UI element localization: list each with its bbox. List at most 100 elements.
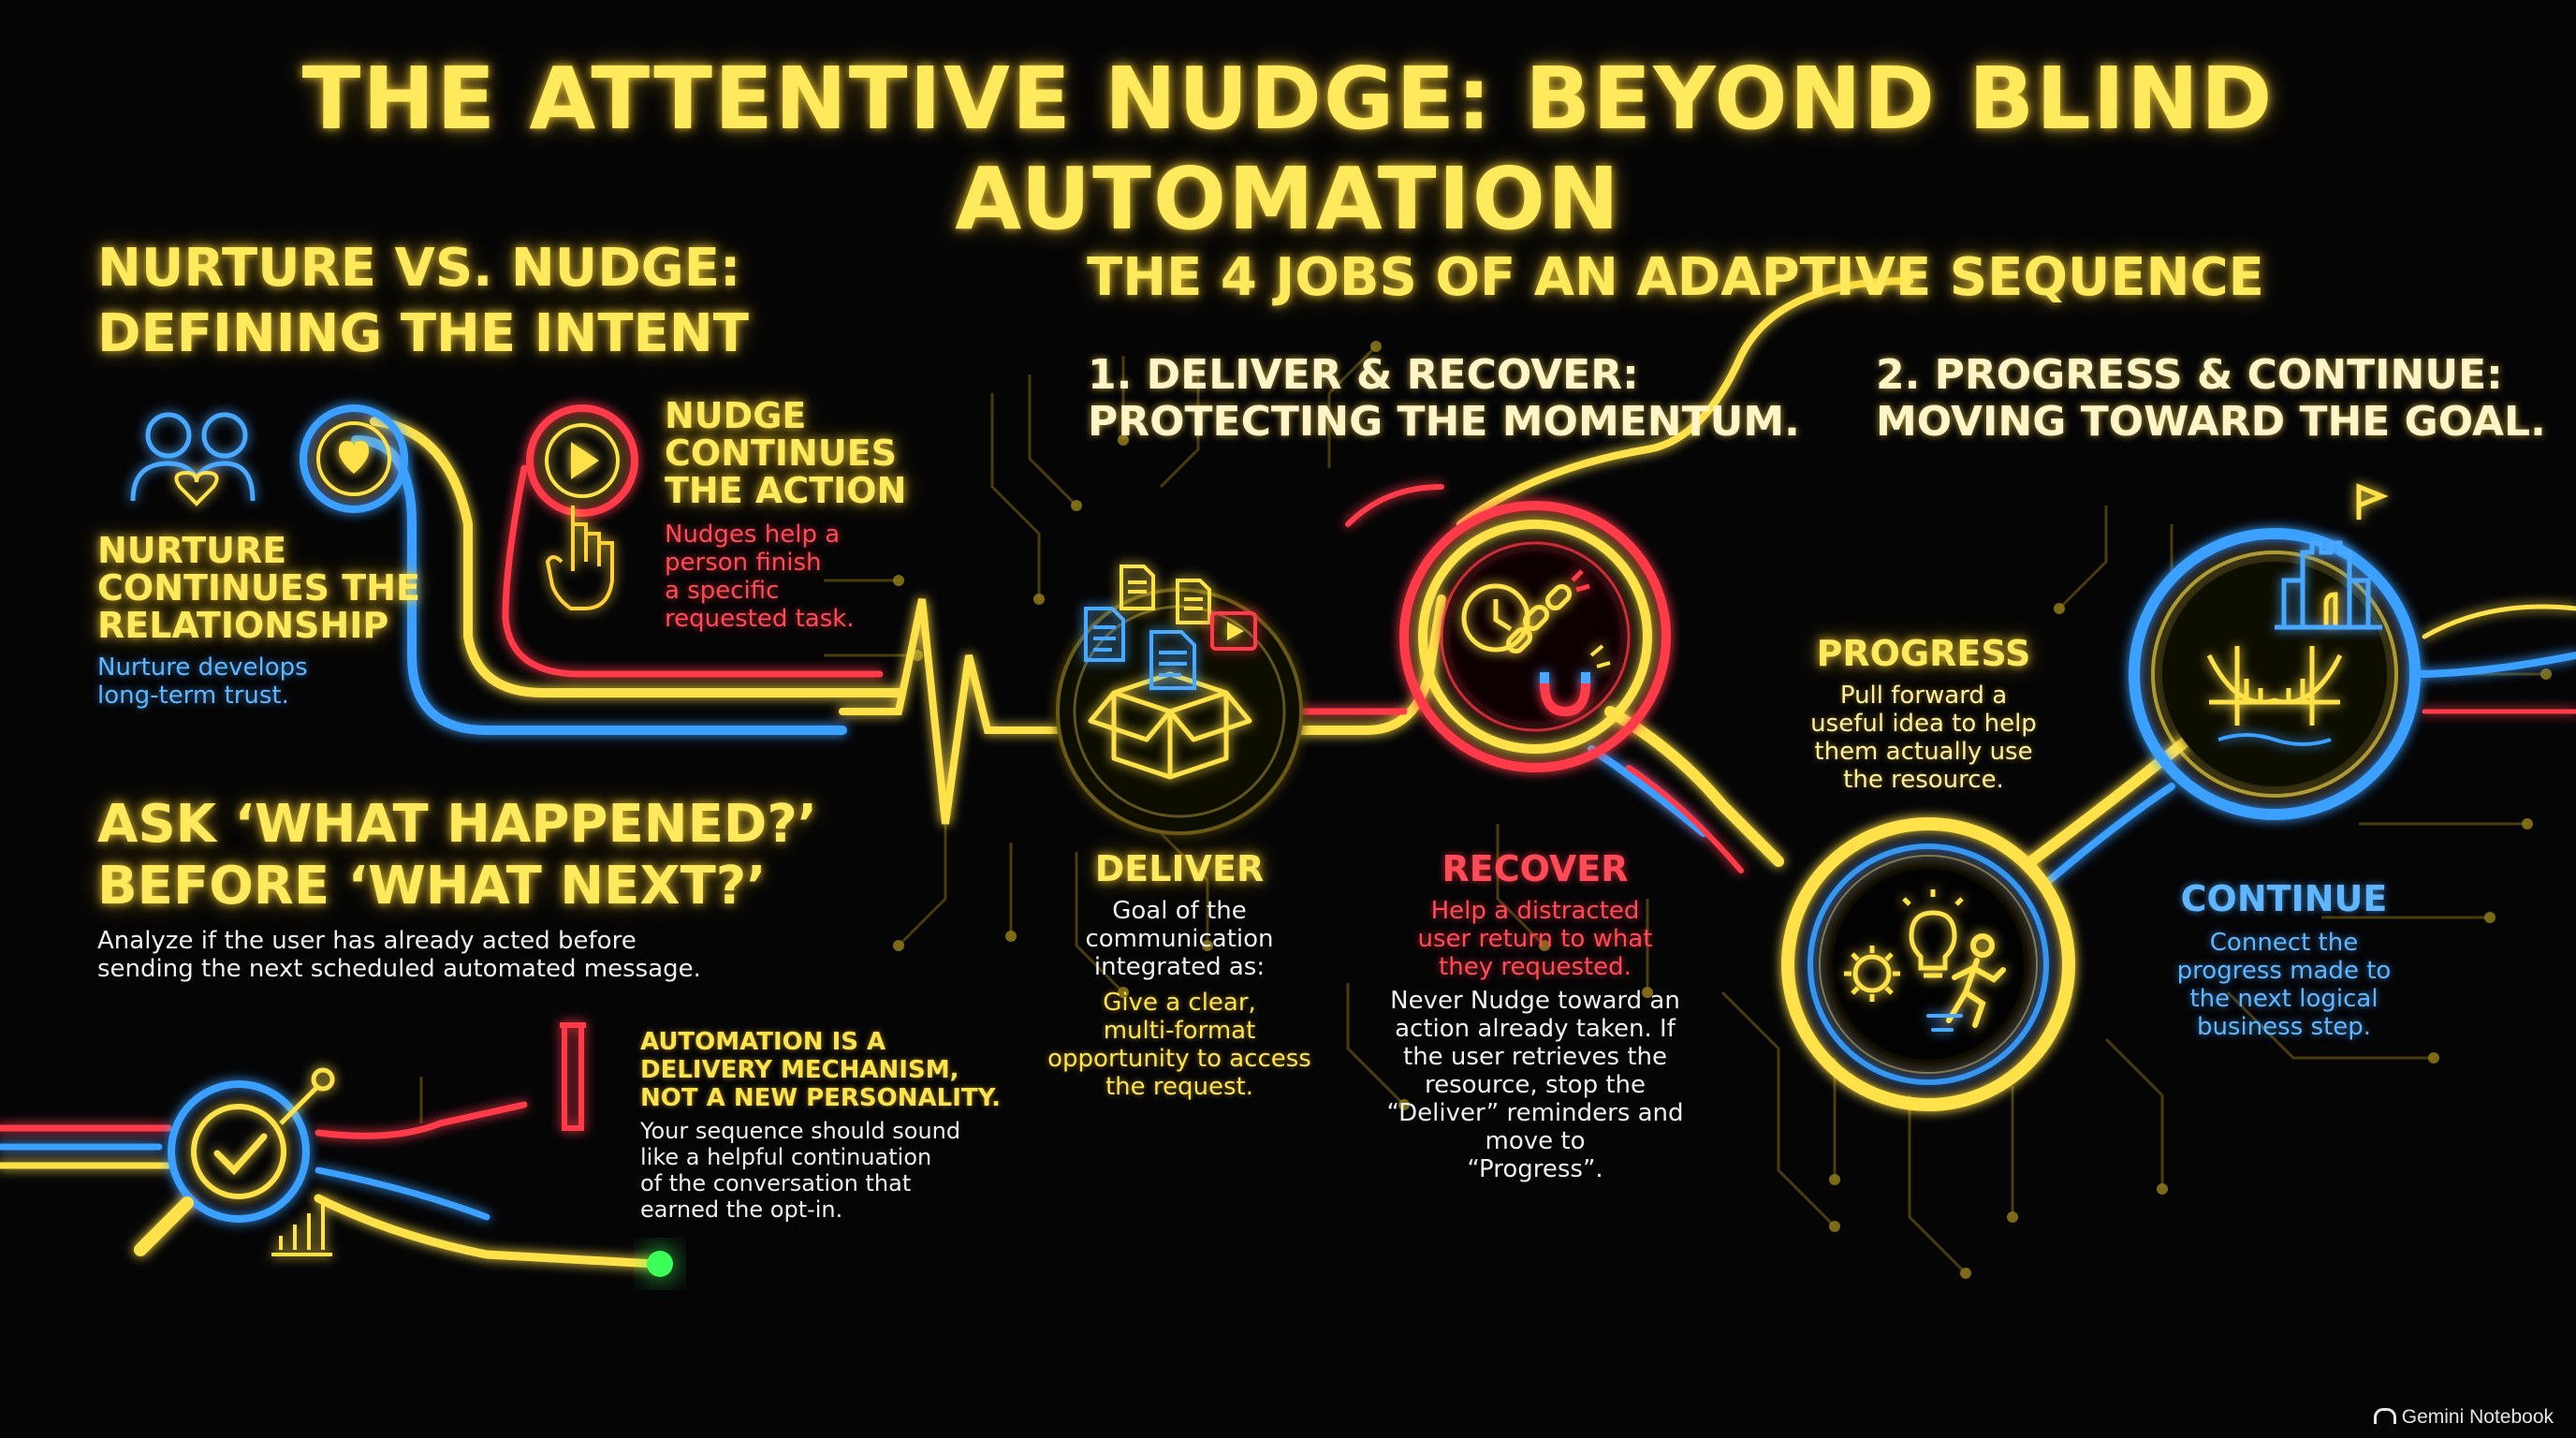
nudge-path-yellow — [370, 417, 903, 697]
title-line: CONTINUES THE — [97, 567, 420, 609]
ask-description: Analyze if the user has already acted be… — [97, 927, 701, 983]
note-line: “Progress”. — [1467, 1155, 1603, 1183]
desc-line: Pull forward a — [1839, 682, 2008, 710]
progress-to-continue — [2026, 725, 2205, 867]
continue-hub — [2129, 528, 2421, 820]
desc-line: person finish — [665, 549, 822, 577]
desc-line: Nudges help a — [665, 521, 841, 549]
background-traces — [419, 345, 2546, 1275]
heartbeat-line — [839, 598, 1061, 825]
desc-line: a specific — [665, 577, 780, 605]
desc-line: like a helpful continuation — [640, 1144, 932, 1170]
document-icon — [1084, 607, 1196, 690]
note-line: “Deliver” reminders and — [1386, 1099, 1684, 1127]
bar-chart-icon — [271, 1202, 332, 1256]
castle-icon — [2275, 483, 2389, 630]
desc-line: Goal of the — [1112, 897, 1247, 925]
title-line: NOT A NEW PERSONALITY. — [640, 1084, 1001, 1112]
progress-to-continue-blue — [2046, 783, 2175, 884]
gear-icon — [1844, 946, 1900, 1002]
heading-line: ASK ‘WHAT HAPPENED?’ — [97, 794, 818, 855]
recover-note: Never Nudge toward an action already tak… — [1348, 987, 1722, 1183]
title-line: RELATIONSHIP — [97, 605, 389, 646]
heart-icon — [300, 404, 408, 513]
deliver-title: DELIVER — [1094, 848, 1265, 889]
progress-continue-heading: 2. PROGRESS & CONTINUE: MOVING TOWARD TH… — [1876, 352, 2546, 446]
adaptive-sequence-heading: THE 4 JOBS OF AN ADAPTIVE SEQUENCE — [1087, 247, 2264, 308]
desc-line: useful idea to help — [1810, 710, 2037, 738]
nurture-people-icon — [130, 412, 256, 506]
continue-title: CONTINUE — [2180, 878, 2388, 919]
automation-flow-right-yellow — [314, 1194, 660, 1269]
desc-line: Analyze if the user has already acted be… — [97, 927, 637, 955]
continue-description: Connect the progress made to the next lo… — [2125, 929, 2443, 1041]
desc-line: Your sequence should sound — [640, 1118, 961, 1144]
heading-line: BEFORE ‘WHAT NEXT?’ — [97, 856, 767, 917]
automation-title: AUTOMATION IS A DELIVERY MECHANISM, NOT … — [640, 1028, 1001, 1112]
note-line: the user retrieves the — [1403, 1043, 1667, 1071]
note-line: resource, stop the — [1424, 1071, 1647, 1099]
watermark: Gemini Notebook — [2373, 1406, 2554, 1429]
deliver-description: Goal of the communication integrated as: — [992, 897, 1367, 981]
page-title: THE ATTENTIVE NUDGE: BEYOND BLIND AUTOMA… — [301, 49, 2275, 249]
desc-line: multi-format — [1103, 1017, 1256, 1045]
desc-line: the resource. — [1843, 766, 2004, 794]
desc-line: them actually use — [1814, 738, 2033, 766]
desc-line: Give a clear, — [1103, 989, 1256, 1017]
connector-node-icon — [279, 1067, 335, 1125]
desc-line: Help a distracted — [1430, 897, 1640, 925]
desc-line: integrated as: — [1093, 953, 1266, 981]
heading-line: NURTURE VS. NUDGE: — [97, 238, 741, 299]
ask-heading: ASK ‘WHAT HAPPENED?’ BEFORE ‘WHAT NEXT?’ — [97, 794, 817, 917]
recover-hub — [1399, 501, 1671, 772]
title-line: CONTINUES — [665, 433, 898, 474]
heading-line: DEFINING THE INTENT — [97, 303, 749, 364]
title-line: NURTURE — [97, 530, 287, 571]
nudge-path-red — [502, 464, 884, 678]
desc-line: user return to what — [1417, 925, 1653, 953]
file-stack-icon — [1120, 565, 1211, 624]
title-line: DELIVERY MECHANISM, — [640, 1056, 959, 1084]
green-end-dot — [647, 1251, 673, 1277]
top-flow-yellow — [1456, 277, 1913, 528]
desc-line: Connect the — [2209, 929, 2359, 957]
nurture-title: NURTURE CONTINUES THE RELATIONSHIP — [97, 532, 420, 644]
desc-line: the request. — [1105, 1073, 1254, 1101]
lightbulb-icon — [1902, 889, 1964, 978]
recover-description: Help a distracted user return to what th… — [1348, 897, 1722, 981]
gemini-logo-icon — [2373, 1408, 2396, 1424]
bridge-icon — [2206, 646, 2343, 746]
heading-line: MOVING TOWARD THE GOAL. — [1876, 398, 2546, 446]
right-flow-blue — [2411, 652, 2576, 678]
title-line: AUTOMATION IS A — [640, 1028, 886, 1056]
desc-line: opportunity to access — [1047, 1045, 1311, 1073]
heading-line: 2. PROGRESS & CONTINUE: — [1876, 351, 2503, 399]
note-line: action already taken. If — [1395, 1015, 1676, 1043]
desc-line: sending the next scheduled automated mes… — [97, 955, 701, 983]
note-line: move to — [1485, 1127, 1586, 1155]
recover-to-progress-red — [1626, 765, 1744, 873]
automation-description: Your sequence should sound like a helpfu… — [640, 1118, 960, 1223]
tap-hand-icon — [545, 506, 614, 610]
deliver-highlight: Give a clear, multi-format opportunity t… — [992, 989, 1367, 1101]
nudge-description: Nudges help a person finish a specific r… — [665, 521, 855, 633]
top-flow-red — [1345, 484, 1444, 527]
desc-line: progress made to — [2176, 957, 2392, 985]
note-line: Never Nudge toward an — [1390, 987, 1680, 1015]
recover-to-progress-blue — [1588, 745, 1707, 837]
desc-line: they requested. — [1439, 953, 1632, 981]
watermark-text: Gemini Notebook — [2401, 1406, 2554, 1428]
video-icon — [1210, 611, 1257, 651]
title-line: NUDGE — [665, 395, 807, 436]
running-person-icon — [1926, 933, 2006, 1032]
barrier-post-icon — [560, 1022, 586, 1131]
automation-flow-right-blue — [315, 1167, 490, 1221]
nurture-vs-nudge-heading: NURTURE VS. NUDGE: DEFINING THE INTENT — [97, 236, 749, 367]
desc-line: earned the opt-in. — [640, 1196, 843, 1223]
magnet-icon — [1540, 644, 1611, 717]
desc-line: the next logical — [2189, 985, 2378, 1013]
main-flow-yellow — [1287, 594, 1446, 735]
desc-line: requested task. — [665, 605, 855, 633]
progress-description: Pull forward a useful idea to help them … — [1760, 682, 2087, 794]
